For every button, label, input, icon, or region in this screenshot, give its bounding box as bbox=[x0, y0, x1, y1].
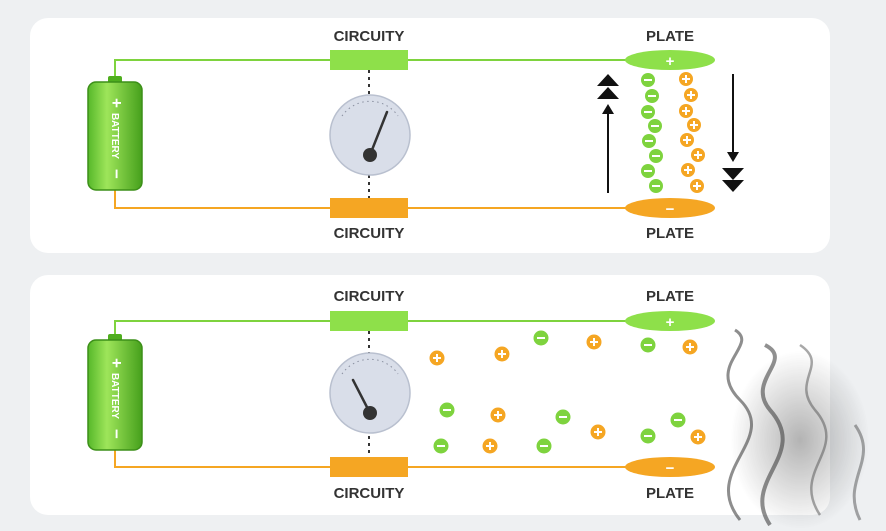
smoke-plume bbox=[726, 328, 870, 530]
top-gauge-icon bbox=[329, 94, 411, 176]
top-negative-plate bbox=[625, 198, 715, 218]
bottom-upper-circuity-label: CIRCUITY bbox=[334, 288, 405, 305]
bottom-battery-label: BATTERY bbox=[109, 373, 120, 419]
top-positive-plate bbox=[625, 50, 715, 70]
bottom-lower-circuity-block bbox=[330, 457, 408, 477]
top-battery-plus: + bbox=[107, 98, 126, 108]
bottom-positive-wire bbox=[114, 320, 670, 337]
top-lower-plate-label: PLATE bbox=[646, 225, 694, 242]
top-upper-circuity-label: CIRCUITY bbox=[334, 28, 405, 45]
bottom-scattered-charges bbox=[429, 330, 706, 454]
bottom-upper-circuity-block bbox=[330, 311, 408, 331]
top-down-arrow-icon bbox=[722, 74, 744, 192]
bottom-negative-wire bbox=[114, 450, 670, 468]
top-negative-plate-sign: − bbox=[666, 201, 675, 218]
bottom-lower-circuity-label: CIRCUITY bbox=[334, 485, 405, 502]
top-lower-circuity-label: CIRCUITY bbox=[334, 225, 405, 242]
top-battery-icon: + BATTERY − bbox=[87, 76, 143, 191]
bottom-battery-plus: + bbox=[107, 358, 126, 368]
bottom-battery-icon: + BATTERY − bbox=[87, 334, 143, 451]
bottom-negative-plate-sign: − bbox=[666, 460, 675, 477]
top-lower-circuity-block bbox=[330, 198, 408, 218]
top-negative-charges bbox=[641, 73, 663, 193]
bottom-negative-plate bbox=[625, 457, 715, 477]
top-positive-plate-sign: + bbox=[666, 53, 675, 70]
bottom-positive-plate bbox=[625, 311, 715, 331]
top-upper-circuity-block bbox=[330, 50, 408, 70]
bottom-lower-plate-label: PLATE bbox=[646, 485, 694, 502]
top-battery-label: BATTERY bbox=[109, 113, 120, 159]
bottom-battery-minus: − bbox=[107, 429, 126, 439]
bottom-gauge-icon bbox=[329, 352, 411, 434]
bottom-positive-plate-sign: + bbox=[666, 314, 675, 331]
top-positive-wire bbox=[114, 59, 670, 80]
top-positive-charges bbox=[679, 72, 705, 193]
top-up-arrow-icon bbox=[597, 74, 619, 193]
bottom-circuit: + BATTERY − CIRCUITY CIRCUITY + − PLATE … bbox=[87, 288, 870, 530]
bottom-upper-plate-label: PLATE bbox=[646, 288, 694, 305]
top-battery-minus: − bbox=[107, 169, 126, 179]
top-upper-plate-label: PLATE bbox=[646, 28, 694, 45]
top-circuit: + BATTERY − CIRCUITY CIRCUITY + − PLATE … bbox=[87, 28, 744, 242]
top-negative-wire bbox=[114, 190, 670, 209]
